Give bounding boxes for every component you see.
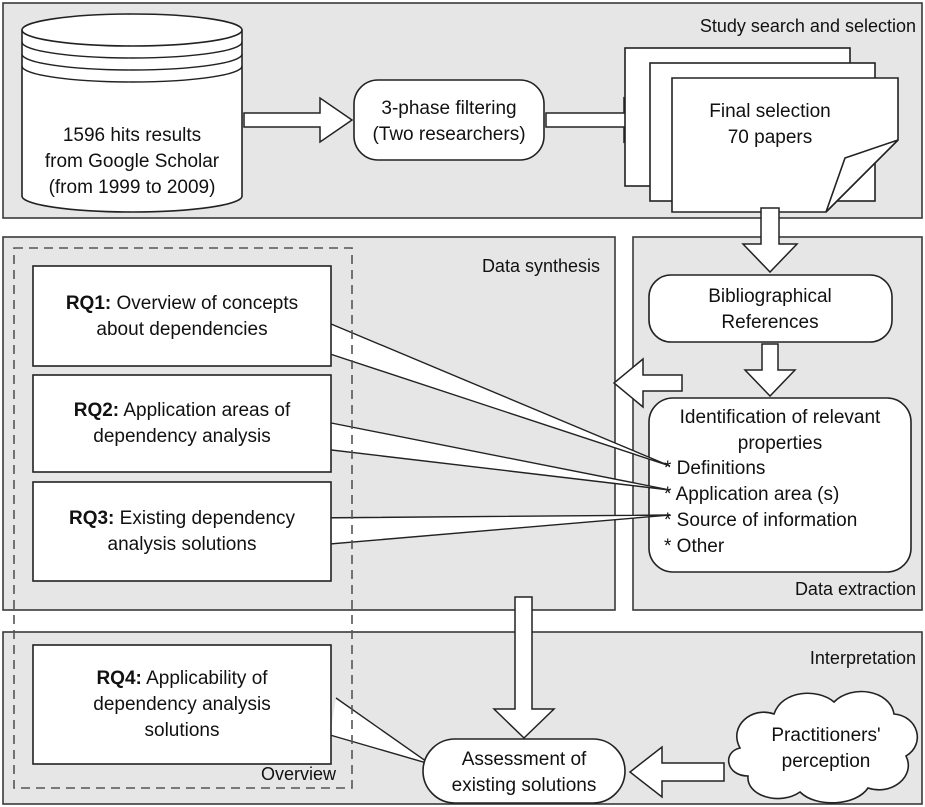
data-synthesis-title: Data synthesis <box>482 256 600 276</box>
rq1-line-1: RQ1: Overview of concepts <box>66 293 298 314</box>
cloud-icon <box>727 690 918 804</box>
arrow-practitioners-to-assessment <box>628 745 725 799</box>
papers-stack-icon <box>624 47 899 213</box>
biblio-line-1: Bibliographical <box>708 286 832 307</box>
overview-frame <box>13 247 353 789</box>
filtering-line-1: 3-phase filtering <box>381 98 516 119</box>
study-search-title: Study search and selection <box>700 16 916 36</box>
filtering-line-2: (Two researchers) <box>372 124 525 145</box>
assessment-node <box>422 738 626 804</box>
rq4-line-2: dependency analysis <box>93 694 270 715</box>
biblio-line-2: References <box>721 312 818 333</box>
rq1-line-2: about dependencies <box>96 319 267 340</box>
rq4-line-3: solutions <box>145 720 220 741</box>
database-icon <box>21 13 243 213</box>
practitioners-line-2: perception <box>782 751 871 772</box>
assessment-line-2: existing solutions <box>452 775 597 796</box>
arrow-final-to-biblio <box>741 207 799 274</box>
rq3-box <box>32 481 332 582</box>
hits-line-3: (from 1999 to 2009) <box>49 177 216 198</box>
identification-line-2: properties <box>738 433 823 454</box>
arrow-synthesis-to-assessment <box>492 596 556 740</box>
rq2-line-2: dependency analysis <box>93 426 270 447</box>
bibliographical-references-node <box>648 274 893 343</box>
rq4-line-1: RQ4: Applicability of <box>96 668 268 689</box>
rq1-box <box>32 265 332 367</box>
overview-label: Overview <box>261 764 337 784</box>
identification-node <box>648 397 912 573</box>
arrow-biblio-to-identification <box>743 343 797 398</box>
arrow-extraction-to-synthesis <box>612 357 683 409</box>
rq2-line-1: RQ2: Application areas of <box>74 400 291 421</box>
practitioners-line-1: Practitioners' <box>771 725 880 746</box>
data-extraction-title: Data extraction <box>795 579 916 599</box>
rq-connector-wedges <box>305 315 671 547</box>
assessment-line-1: Assessment of <box>462 749 587 770</box>
rq3-line-1: RQ3: Existing dependency <box>69 508 296 529</box>
rq2-box <box>32 374 332 473</box>
final-line-1: Final selection <box>709 101 830 122</box>
property-other: * Other <box>664 536 725 557</box>
hits-line-2: from Google Scholar <box>45 151 220 172</box>
final-line-2: 70 papers <box>728 127 813 148</box>
property-source: * Source of information <box>664 510 857 531</box>
rq3-line-2: analysis solutions <box>108 534 257 555</box>
filtering-node <box>353 79 545 161</box>
property-definitions: * Definitions <box>664 458 765 479</box>
rq4-box <box>32 644 332 765</box>
interpretation-title: Interpretation <box>810 648 916 668</box>
hits-line-1: 1596 hits results <box>63 125 201 146</box>
property-application-area: * Application area (s) <box>664 484 839 505</box>
identification-line-1: Identification of relevant <box>680 407 881 428</box>
arrow-hits-to-filtering <box>243 96 354 144</box>
